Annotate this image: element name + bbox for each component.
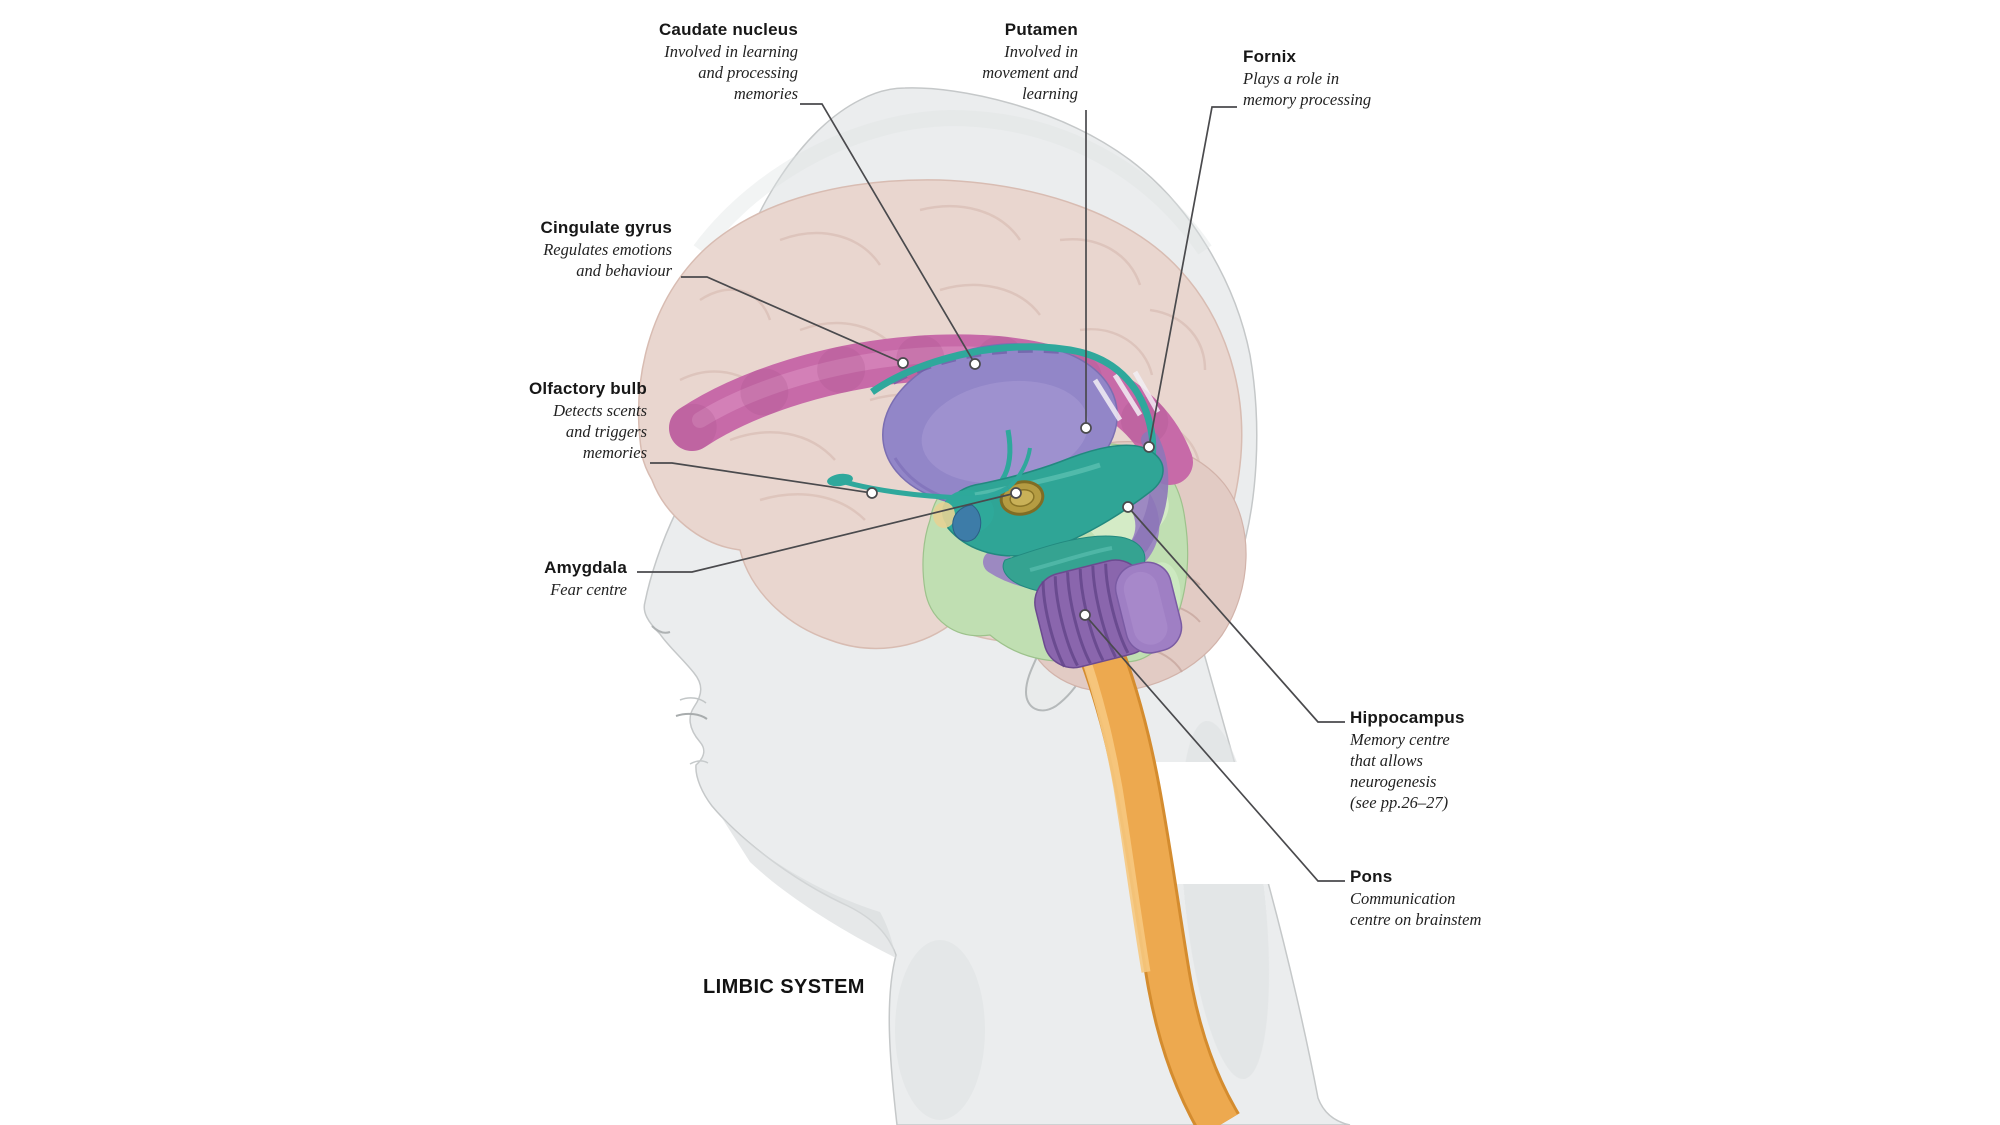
pale-yellow-nucleus [933, 502, 955, 528]
label-title: Pons [1350, 867, 1393, 886]
dot-putamen [1080, 422, 1092, 434]
leader-pons [1084, 614, 1345, 882]
small-nuclei [933, 480, 1045, 542]
label-description: Regulates emotions and behaviour [543, 240, 672, 280]
label-fornix: Fornix Plays a role in memory processing [1243, 46, 1473, 110]
pons-ribs [1041, 563, 1130, 668]
leader-amygdala [637, 492, 1017, 573]
dot-caudate-nucleus [969, 358, 981, 370]
leader-fornix [1148, 106, 1237, 448]
label-title: Putamen [1004, 20, 1078, 39]
dot-cingulate-gyrus [897, 357, 909, 369]
dot-pons [1079, 609, 1091, 621]
dot-fornix [1143, 441, 1155, 453]
leader-cingulate-gyrus [681, 276, 904, 364]
dot-amygdala [1010, 487, 1022, 499]
label-description: Communication centre on brainstem [1350, 889, 1482, 929]
label-hippocampus: Hippocampus Memory centre that allows ne… [1350, 707, 1570, 813]
label-description: Fear centre [550, 580, 627, 599]
olfactory-tract-structure [827, 447, 1032, 501]
olfactory-bulb-shape [827, 473, 853, 487]
label-description: Memory centre that allows neurogenesis (… [1350, 730, 1450, 812]
label-description: Detects scents and triggers memories [553, 401, 647, 462]
figure-caption: LIMBIC SYSTEM [703, 976, 865, 998]
leader-endpoint-dots [866, 357, 1155, 621]
pons-structure [1034, 559, 1183, 669]
leader-olfactory-bulb [650, 462, 873, 494]
label-caudate-nucleus: Caudate nucleus Involved in learning and… [498, 19, 798, 104]
dot-hippocampus [1122, 501, 1134, 513]
label-title: Olfactory bulb [528, 379, 647, 398]
chin-crease [689, 760, 709, 765]
label-title: Amygdala [544, 558, 627, 577]
nostril-line [651, 625, 671, 634]
label-description: Involved in movement and learning [982, 42, 1078, 103]
leader-caudate-nucleus [800, 103, 976, 365]
label-cingulate-gyrus: Cingulate gyrus Regulates emotions and b… [422, 217, 672, 281]
mouth-line [675, 712, 708, 720]
dot-olfactory-bulb [866, 487, 878, 499]
label-title: Hippocampus [1350, 708, 1465, 727]
label-pons: Pons Communication centre on brainstem [1350, 866, 1590, 930]
label-description: Involved in learning and processing memo… [664, 42, 798, 103]
label-title: Caudate nucleus [658, 20, 798, 39]
white-patch [1150, 762, 1395, 884]
label-putamen: Putamen Involved in movement and learnin… [878, 19, 1078, 104]
lip-line [679, 697, 707, 704]
label-title: Fornix [1243, 47, 1297, 66]
label-olfactory-bulb: Olfactory bulb Detects scents and trigge… [397, 378, 647, 463]
label-description: Plays a role in memory processing [1243, 69, 1372, 109]
label-title: Cingulate gyrus [540, 218, 672, 237]
label-amygdala: Amygdala Fear centre [427, 557, 627, 600]
leader-hippocampus [1127, 506, 1345, 723]
leader-lines [637, 103, 1345, 882]
amygdala-structure [952, 504, 982, 542]
